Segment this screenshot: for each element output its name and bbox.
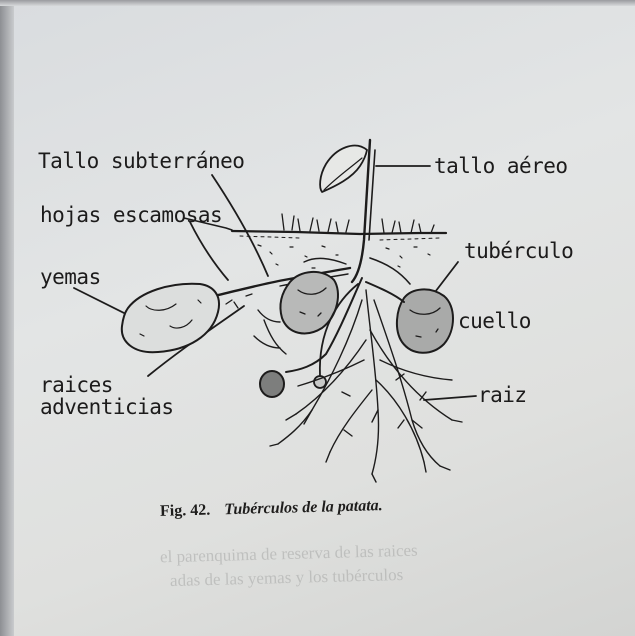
label-raiz: raiz — [478, 384, 527, 406]
label-yemas: yemas — [40, 266, 101, 288]
leader-yemas — [74, 288, 130, 316]
tuber-middle — [280, 272, 338, 334]
label-hojas-escamosas: hojas escamosas — [40, 204, 222, 226]
label-raices: raices — [40, 374, 113, 396]
leader-raiz — [424, 396, 476, 400]
tuber-small-1 — [260, 371, 284, 397]
label-tallo-aereo: tallo aéreo — [434, 155, 568, 177]
label-cuello: cuello — [458, 310, 531, 332]
ground-line — [232, 231, 446, 234]
label-adventicias: adventicias — [40, 396, 174, 418]
tuber-left — [122, 284, 219, 352]
grass-marks — [282, 214, 434, 233]
label-tallo-subterraneo: Tallo subterráneo — [38, 150, 244, 172]
label-tuberculo: tubérculo — [464, 240, 573, 262]
leaf — [320, 146, 367, 192]
caption-fig-number: Fig. 42. — [160, 502, 211, 520]
tuber-right — [397, 289, 453, 352]
leader-hojas-2 — [190, 222, 228, 280]
caption-title: Tubérculos de la patata. — [224, 497, 383, 518]
soil-texture — [258, 245, 430, 268]
